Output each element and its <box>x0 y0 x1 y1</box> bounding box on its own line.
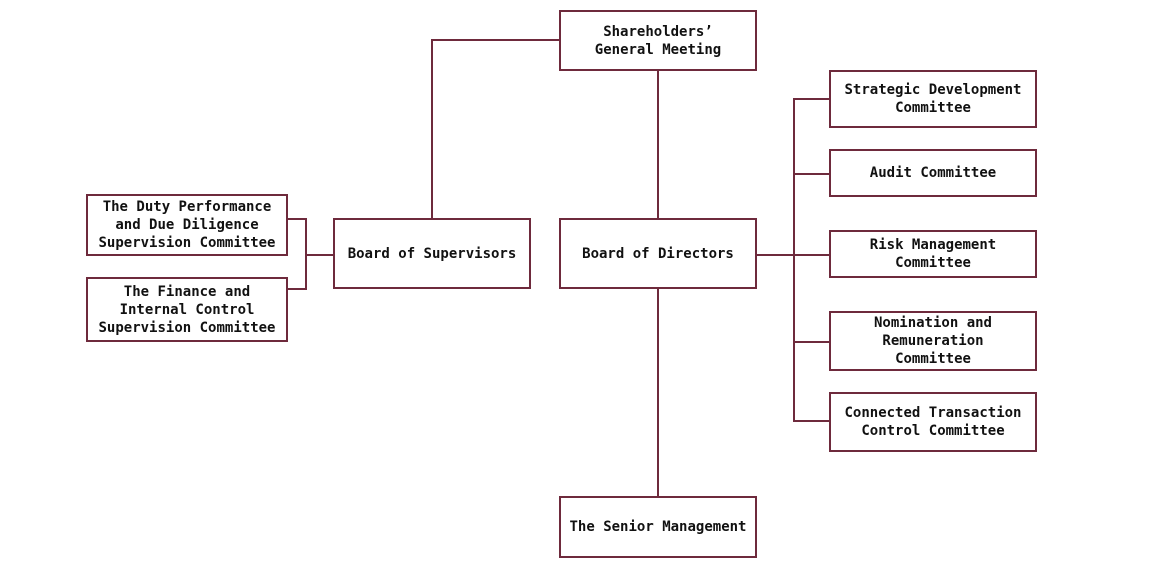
finance-internal-control-committee-box: The Finance and Internal Control Supervi… <box>86 277 288 342</box>
connector-to-risk-management <box>793 254 831 256</box>
board-of-supervisors-label: Board of Supervisors <box>347 245 517 262</box>
senior-management-label: The Senior Management <box>569 519 747 535</box>
connector-shareholders-to-directors <box>657 70 659 220</box>
connector-directors-to-senior-management <box>657 288 659 498</box>
nomination-remuneration-committee-box: Nomination and Remuneration Committee <box>829 311 1037 371</box>
risk-management-committee-label: Risk Management Committee <box>869 237 997 271</box>
connected-transaction-committee-label: Connected Transaction Control Committee <box>844 405 1022 439</box>
board-of-directors-label: Board of Directors <box>582 245 734 262</box>
connector-to-strategic-development <box>793 98 831 100</box>
connector-to-finance-internal-control <box>286 288 307 290</box>
connector-to-duty-performance <box>286 218 307 220</box>
connector-supervisors-stub <box>305 254 334 256</box>
nomination-remuneration-committee-label: Nomination and Remuneration Committee <box>873 315 992 367</box>
connected-transaction-committee-box: Connected Transaction Control Committee <box>829 392 1037 452</box>
board-of-supervisors-box: Board of Supervisors <box>333 218 531 289</box>
connector-to-connected-transaction <box>793 420 831 422</box>
connector-shareholders-to-supervisors-horizontal <box>431 39 560 41</box>
strategic-development-committee-box: Strategic Development Committee <box>829 70 1037 128</box>
board-of-directors-box: Board of Directors <box>559 218 757 289</box>
connector-shareholders-to-supervisors-vertical <box>431 39 433 220</box>
connector-directors-stub <box>755 254 795 256</box>
connector-to-audit <box>793 173 831 175</box>
senior-management-box: The Senior Management <box>559 496 757 558</box>
audit-committee-label: Audit Committee <box>869 165 997 181</box>
duty-performance-committee-label: The Duty Performance and Due Diligence S… <box>98 199 276 251</box>
connector-supervisors-committees-spine <box>305 218 307 290</box>
connector-to-nomination-remuneration <box>793 341 831 343</box>
shareholders-general-meeting-box: Shareholders’ General Meeting <box>559 10 757 71</box>
risk-management-committee-box: Risk Management Committee <box>829 230 1037 278</box>
duty-performance-committee-box: The Duty Performance and Due Diligence S… <box>86 194 288 256</box>
strategic-development-committee-label: Strategic Development Committee <box>844 82 1022 116</box>
shareholders-general-meeting-label: Shareholders’ General Meeting <box>594 23 722 58</box>
audit-committee-box: Audit Committee <box>829 149 1037 197</box>
connector-directors-committees-spine <box>793 98 795 422</box>
finance-internal-control-committee-label: The Finance and Internal Control Supervi… <box>98 283 276 336</box>
